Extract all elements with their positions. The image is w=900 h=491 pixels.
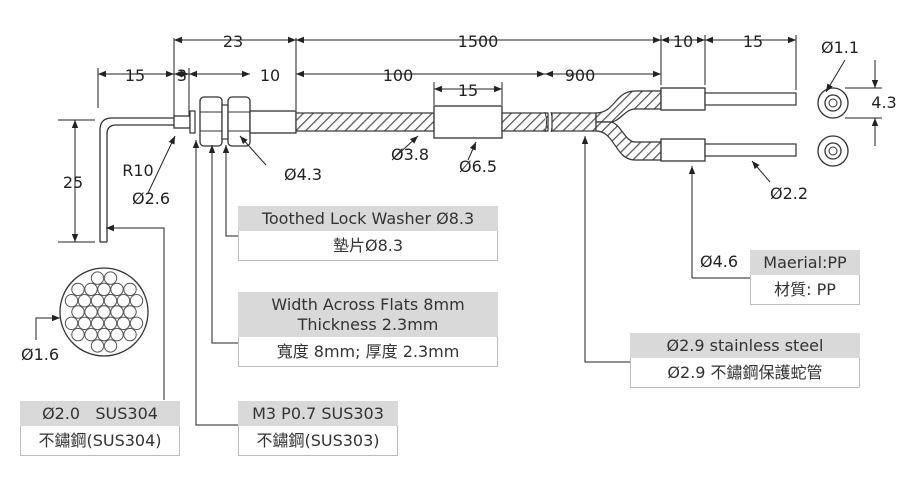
dim-10-left: 10: [260, 66, 280, 85]
nut-label-zh: 寬度 8mm; 厚度 2.3mm: [238, 337, 498, 367]
thread-label-en: M3 P0.7 SUS303: [238, 401, 398, 426]
washer-label-zh: 墊片Ø8.3: [238, 231, 498, 261]
fiber-strand: [90, 339, 105, 353]
fiber-strand: [71, 327, 85, 342]
dim-10-right: 10: [673, 32, 693, 51]
dim-1500: 1500: [458, 32, 499, 51]
dim-3: 3: [177, 66, 187, 85]
dim-dia-2-2: Ø2.2: [770, 184, 808, 203]
fiber-strand: [77, 316, 92, 330]
fiber-strand: [71, 282, 85, 297]
dim-dia-6-5: Ø6.5: [459, 157, 497, 176]
material-label-zh: 材質: PP: [750, 275, 860, 305]
dim-dia-4-6: Ø4.6: [700, 252, 738, 271]
dim-dia-4-3: Ø4.3: [284, 165, 322, 184]
fiber-strand: [110, 305, 124, 319]
probe-callout: Ø2.0 SUS304 不鏽鋼(SUS304): [20, 401, 180, 456]
tube-callout: Ø2.9 stainless steel Ø2.9 不鏽鋼保護蛇管: [630, 333, 860, 388]
dim-4-3-right: 4.3: [871, 93, 896, 112]
fiber-strand: [84, 327, 98, 342]
material-callout: Maerial:PP 材質: PP: [750, 250, 860, 305]
fiber-strand: [116, 316, 131, 330]
dim-dia-2-6: Ø2.6: [132, 189, 170, 208]
dim-15-right: 15: [743, 32, 763, 51]
probe-label-en: Ø2.0 SUS304: [20, 401, 180, 426]
fiber-strand: [90, 271, 105, 285]
fiber-strand: [110, 327, 124, 342]
fiber-strand: [103, 271, 118, 285]
dim-r10: R10: [122, 161, 153, 180]
fiber-strand: [64, 294, 79, 308]
fiber-strand: [103, 294, 118, 308]
fiber-strand: [84, 305, 98, 319]
fiber-strand: [103, 316, 118, 330]
dim-dia-3-8: Ø3.8: [391, 145, 429, 164]
washer-label-en: Toothed Lock Washer Ø8.3: [238, 206, 498, 231]
fiber-strand: [123, 327, 137, 342]
fiber-strand: [77, 294, 92, 308]
thread-label-zh: 不鏽鋼(SUS303): [238, 426, 398, 456]
tube-label-zh: Ø2.9 不鏽鋼保護蛇管: [630, 358, 860, 388]
fiber-strand: [129, 316, 144, 330]
dim-25: 25: [63, 173, 83, 192]
fiber-strand: [123, 282, 137, 297]
dim-15-mid: 15: [458, 81, 478, 100]
fiber-strand: [123, 305, 137, 319]
thread-callout: M3 P0.7 SUS303 不鏽鋼(SUS303): [238, 401, 398, 456]
dim-dia-1-6: Ø1.6: [21, 345, 59, 364]
material-label-en: Maerial:PP: [750, 250, 860, 275]
dim-15-left: 15: [125, 66, 145, 85]
dim-900: 900: [565, 66, 596, 85]
washer-callout: Toothed Lock Washer Ø8.3 墊片Ø8.3: [238, 206, 498, 261]
fiber-strand: [90, 294, 105, 308]
dim-dia-1-1: Ø1.1: [821, 38, 859, 57]
fiber-strand: [90, 316, 105, 330]
fiber-strand: [110, 282, 124, 297]
dim-23: 23: [223, 32, 243, 51]
fiber-strand: [97, 282, 111, 297]
fiber-strand: [84, 282, 98, 297]
fiber-strand: [103, 339, 118, 353]
tube-label-en: Ø2.9 stainless steel: [630, 333, 860, 358]
fiber-strand: [97, 327, 111, 342]
fiber-strand: [71, 305, 85, 319]
dim-100: 100: [383, 66, 414, 85]
fiber-strand: [64, 316, 79, 330]
probe-label-zh: 不鏽鋼(SUS304): [20, 426, 180, 456]
fiber-strand: [116, 294, 131, 308]
nut-callout: Width Across Flats 8mm Thickness 2.3mm 寬…: [238, 292, 498, 367]
fiber-strand: [129, 294, 144, 308]
nut-label-en: Width Across Flats 8mm Thickness 2.3mm: [238, 292, 498, 337]
fiber-strand: [97, 305, 111, 319]
